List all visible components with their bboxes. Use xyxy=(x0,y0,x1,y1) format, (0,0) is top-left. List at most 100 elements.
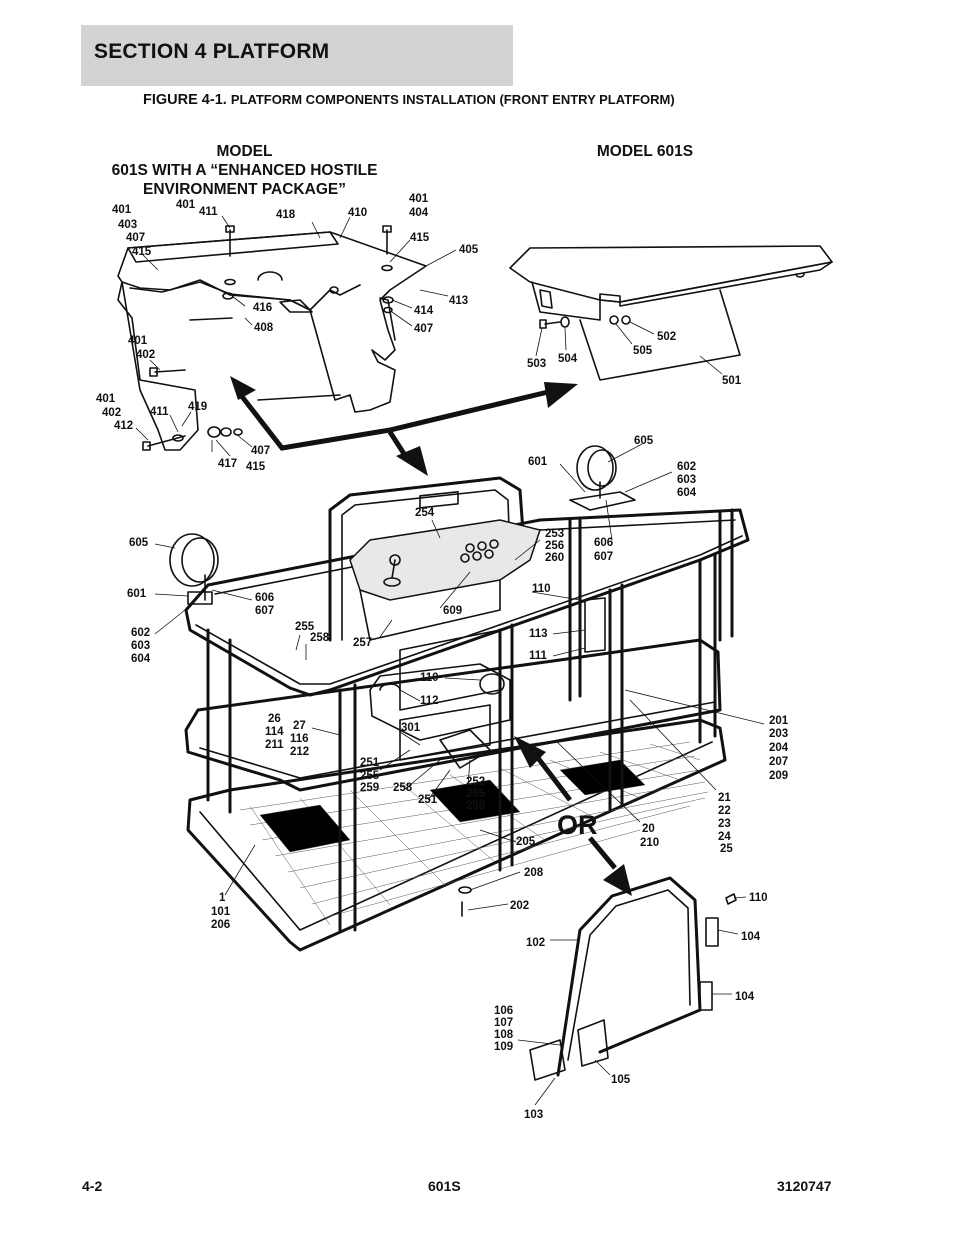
callout-112: 112 xyxy=(420,695,439,707)
figure-number: FIGURE 4-1. xyxy=(143,92,227,108)
callout-101: 101 xyxy=(211,906,231,918)
callout-210: 210 xyxy=(640,837,659,849)
callout-419: 419 xyxy=(188,401,207,413)
manual-holder xyxy=(584,597,606,653)
entry-gate xyxy=(529,876,737,1081)
callout-259: 259 xyxy=(360,782,379,794)
callout-501: 501 xyxy=(722,375,742,387)
callout-104: 104 xyxy=(735,991,755,1003)
callout-415: 415 xyxy=(246,461,266,473)
callout-502: 502 xyxy=(657,331,676,343)
footer-page-number: 4-2 xyxy=(82,1178,103,1194)
callout-110: 110 xyxy=(532,583,551,595)
callout-258: 258 xyxy=(393,782,413,794)
arrow-head-down xyxy=(396,446,428,476)
callout-607: 607 xyxy=(594,551,613,563)
callout-503: 503 xyxy=(527,358,546,370)
callout-410: 410 xyxy=(348,207,367,219)
electrical-box xyxy=(399,704,491,761)
callout-402: 402 xyxy=(136,349,155,361)
callout-256: 256 xyxy=(545,540,564,552)
rail-posts xyxy=(206,508,734,932)
gate-latch xyxy=(577,1019,609,1067)
callout-415: 415 xyxy=(410,232,430,244)
or-arrow-down-head xyxy=(603,864,632,896)
control-console-front xyxy=(359,579,501,641)
callout-104: 104 xyxy=(741,931,761,943)
callout-403: 403 xyxy=(118,219,137,231)
footer-doc-number: 3120747 xyxy=(777,1178,832,1194)
callout-605: 605 xyxy=(129,537,149,549)
callout-27: 27 xyxy=(293,720,306,732)
callout-609: 609 xyxy=(443,605,462,617)
arrow-head-right xyxy=(544,382,578,408)
beacon-light-right xyxy=(569,445,636,511)
figure-title: FIGURE 4-1. PLATFORM COMPONENTS INSTALLA… xyxy=(143,92,675,108)
gate-hinge-upper xyxy=(705,917,719,947)
callout-109: 109 xyxy=(494,1041,513,1053)
callout-26: 26 xyxy=(268,713,281,725)
floor-washer xyxy=(458,886,472,894)
transfer-arrow xyxy=(230,376,578,476)
callout-253: 253 xyxy=(545,528,564,540)
callout-602: 602 xyxy=(131,627,150,639)
callout-607: 607 xyxy=(255,605,274,617)
standard-cover-assembly xyxy=(509,245,833,381)
callout-108: 108 xyxy=(494,1029,514,1041)
callout-603: 603 xyxy=(131,640,150,652)
callout-605: 605 xyxy=(634,435,654,447)
callout-414: 414 xyxy=(414,305,434,317)
callout-407: 407 xyxy=(251,445,270,457)
callout-201: 201 xyxy=(769,715,789,727)
callout-407: 407 xyxy=(414,323,433,335)
callout-401: 401 xyxy=(176,199,196,211)
callout-606: 606 xyxy=(255,592,274,604)
callout-413: 413 xyxy=(449,295,468,307)
callout-254: 254 xyxy=(415,507,435,519)
callout-25: 25 xyxy=(720,843,733,855)
callout-116: 116 xyxy=(290,733,309,745)
callout-24: 24 xyxy=(718,831,731,843)
callout-401: 401 xyxy=(112,204,132,216)
figure-caption: PLATFORM COMPONENTS INSTALLATION (FRONT … xyxy=(230,92,675,107)
or-arrow-up-shaft xyxy=(536,756,572,802)
callout-601: 601 xyxy=(127,588,147,600)
callout-23: 23 xyxy=(718,818,731,830)
callout-103: 103 xyxy=(524,1109,543,1121)
callout-209: 209 xyxy=(769,770,788,782)
platform-floor-base xyxy=(186,718,727,952)
callout-206: 206 xyxy=(211,919,230,931)
callout-603: 603 xyxy=(677,474,696,486)
footswitch xyxy=(439,729,491,769)
callout-260: 260 xyxy=(545,552,564,564)
callout-402: 402 xyxy=(102,407,121,419)
console-buttons xyxy=(383,539,499,587)
leader-lines xyxy=(135,215,765,1106)
right-view-heading: MODEL 601S xyxy=(596,143,694,160)
left-view-heading-line-1: MODEL xyxy=(216,143,273,160)
callout-20: 20 xyxy=(642,823,655,835)
callout-207: 207 xyxy=(769,756,788,768)
callout-21: 21 xyxy=(718,792,731,804)
callout-602: 602 xyxy=(677,461,696,473)
box-handle xyxy=(379,683,401,691)
ehe-cover-assembly xyxy=(117,225,427,452)
callout-601: 601 xyxy=(528,456,548,468)
arrow-head-left xyxy=(230,376,256,400)
callout-405: 405 xyxy=(459,244,479,256)
callout-255: 255 xyxy=(295,621,315,633)
callout-114: 114 xyxy=(265,726,284,738)
or-label: OR xyxy=(557,810,598,840)
callout-412: 412 xyxy=(114,420,133,432)
callout-251: 251 xyxy=(418,794,438,806)
callout-255: 255 xyxy=(466,788,486,800)
callout-417: 417 xyxy=(218,458,237,470)
mid-rail xyxy=(184,638,722,792)
console-guard-loop xyxy=(328,476,527,642)
callout-211: 211 xyxy=(265,739,284,751)
console-display xyxy=(419,491,459,509)
control-console-top xyxy=(349,519,541,601)
callout-251: 251 xyxy=(360,757,380,769)
